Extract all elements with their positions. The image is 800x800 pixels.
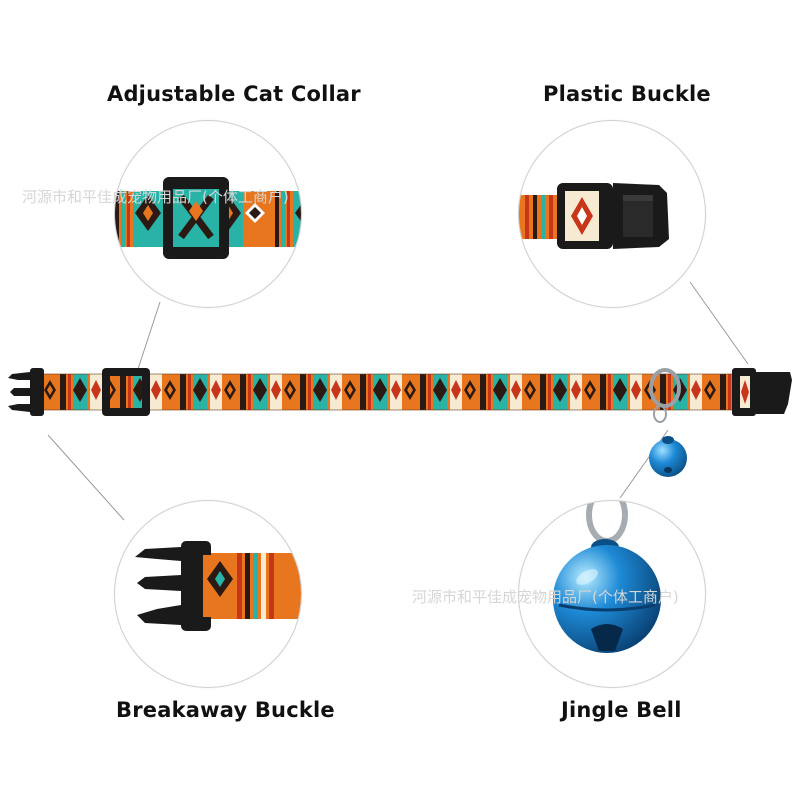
label-jingle-bell: Jingle Bell (561, 698, 682, 722)
collar-strap (38, 374, 750, 410)
label-breakaway-buckle: Breakaway Buckle (116, 698, 335, 722)
breakaway-buckle (8, 368, 44, 416)
label-adjustable-cat-collar: Adjustable Cat Collar (107, 82, 361, 106)
closeup-jingle-bell (518, 500, 706, 688)
d-ring (649, 368, 681, 408)
closeup-plastic-buckle (518, 120, 706, 308)
watermark-bottom: 河源市和平佳成宠物用品厂(个体工商户) (412, 588, 679, 606)
adjuster-slide (102, 368, 150, 416)
closeup-breakaway-buckle (114, 500, 302, 688)
plastic-buckle (732, 368, 792, 416)
watermark-top: 河源市和平佳成宠物用品厂(个体工商户) (22, 188, 289, 206)
bell-small (649, 405, 687, 477)
callout-line-plastic (689, 281, 749, 365)
label-plastic-buckle: Plastic Buckle (543, 82, 711, 106)
callout-line-adjustable (136, 301, 161, 373)
closeup-adjustable-collar (114, 120, 302, 308)
callout-line-breakaway (47, 434, 125, 521)
